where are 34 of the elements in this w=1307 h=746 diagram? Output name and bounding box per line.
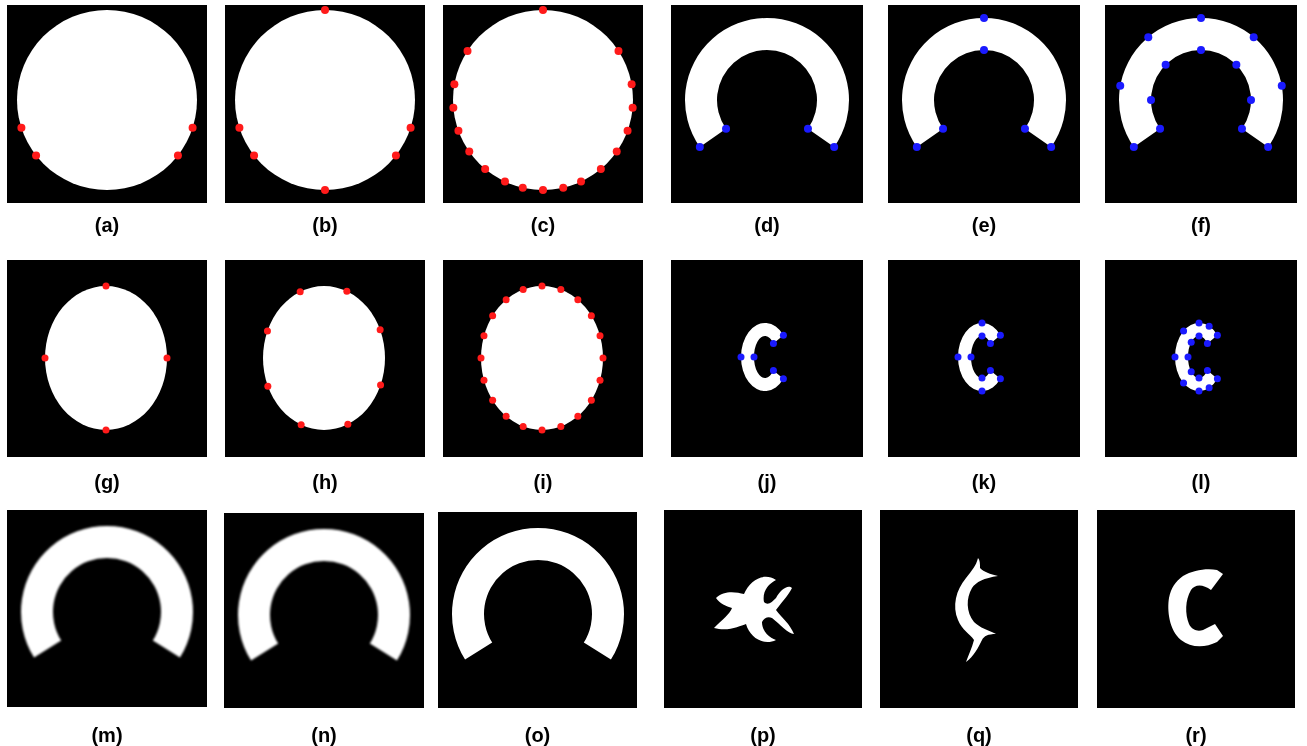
- panel-caption: (i): [533, 470, 553, 494]
- panel-caption: (e): [971, 213, 997, 237]
- image-panel: [664, 510, 862, 708]
- panel-caption: (b): [312, 213, 338, 237]
- image-panel: [888, 5, 1080, 203]
- panel-caption: (q): [966, 723, 992, 746]
- panel-caption: (p): [750, 723, 776, 746]
- image-panel: [1105, 260, 1297, 457]
- panel-caption: (d): [754, 213, 780, 237]
- panel-caption: (h): [312, 470, 338, 494]
- panel-caption: (c): [530, 213, 556, 237]
- image-panel: [880, 510, 1078, 708]
- image-panel: [438, 512, 637, 708]
- image-panel: [1097, 510, 1295, 708]
- panel-caption: (m): [91, 723, 123, 746]
- image-panel: [7, 260, 207, 457]
- image-panel: [7, 510, 207, 707]
- panel-caption: (k): [971, 470, 997, 494]
- panel-caption: (a): [94, 213, 120, 237]
- image-panel: [224, 513, 424, 708]
- image-panel: [671, 260, 863, 457]
- image-panel: [7, 5, 207, 203]
- panel-caption: (o): [524, 723, 551, 746]
- panel-caption: (n): [311, 723, 337, 746]
- image-panel: [443, 260, 643, 457]
- panel-caption: (l): [1191, 470, 1211, 494]
- image-panel: [1105, 5, 1297, 203]
- image-panel: [225, 260, 425, 457]
- image-panel: [671, 5, 863, 203]
- panel-caption: (f): [1191, 213, 1211, 237]
- panel-caption: (r): [1185, 723, 1207, 746]
- panel-caption: (g): [94, 470, 120, 494]
- panel-caption: (j): [757, 470, 777, 494]
- image-panel: [888, 260, 1080, 457]
